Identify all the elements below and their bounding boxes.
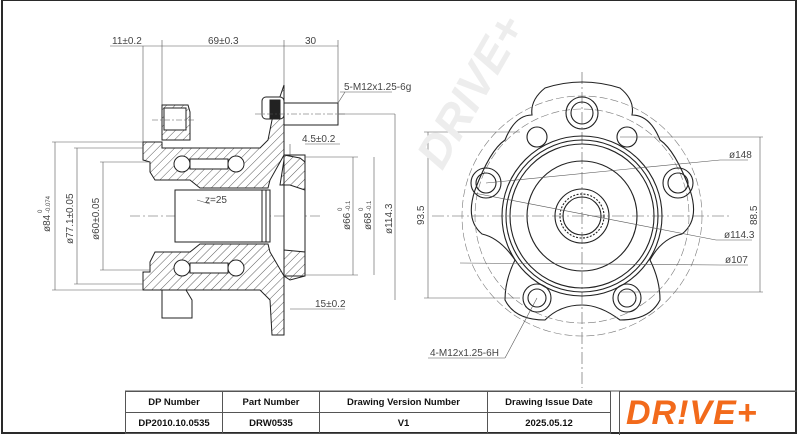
svg-text:ø68: ø68 <box>363 212 374 230</box>
dim-dia-107: ø107 <box>725 255 748 266</box>
dim-dia-60: ø60±0.05 <box>91 197 102 240</box>
dim-dia-66: ø66 0 -0.1 <box>338 200 353 230</box>
dim-dia-68: ø68 0 -0.1 <box>359 200 374 230</box>
svg-text:-0.1: -0.1 <box>346 200 352 211</box>
header-drawing-version: Drawing Version Number <box>319 391 488 413</box>
side-view <box>52 40 396 336</box>
header-issue-date: Drawing Issue Date <box>487 391 611 413</box>
spline-teeth-label: z=25 <box>205 195 227 206</box>
front-view-labels: ø148 ø114.3 ø107 4-M12x1.25-6H 93.5 88.5 <box>416 150 760 359</box>
value-part-number: DRW0535 <box>222 412 320 434</box>
svg-text:-0.074: -0.074 <box>46 195 52 213</box>
top-dimensions <box>110 40 339 145</box>
brand-logo: DR!VE+ <box>626 394 758 432</box>
value-dp-number: DP2010.10.0535 <box>125 412 223 434</box>
value-drawing-version: V1 <box>319 412 488 434</box>
svg-text:0: 0 <box>38 209 44 213</box>
title-block-header-row: DP Number Part Number Drawing Version Nu… <box>125 391 611 413</box>
header-dp-number: DP Number <box>125 391 223 413</box>
svg-text:0: 0 <box>359 207 365 211</box>
dim-height-88-5: 88.5 <box>749 205 760 225</box>
mount-thread-label: 4-M12x1.25-6H <box>430 348 499 359</box>
svg-text:ø66: ø66 <box>342 212 353 230</box>
dim-4-5: 4.5±0.2 <box>302 134 336 145</box>
title-block-value-row: DP2010.10.0535 DRW0535 V1 2025.05.12 <box>125 412 611 434</box>
dim-dia-114-side: ø114.3 <box>384 203 395 234</box>
side-view-labels: 11±0.2 69±0.3 30 5-M12x1.25-6g 4.5±0.2 1… <box>38 36 411 310</box>
dim-dia-77: ø77.1±0.05 <box>65 193 76 244</box>
dim-11: 11±0.2 <box>112 36 142 47</box>
dim-15: 15±0.2 <box>315 299 346 310</box>
front-view <box>424 72 763 388</box>
dim-69: 69±0.3 <box>208 36 239 47</box>
title-block: DP Number Part Number Drawing Version Nu… <box>125 391 611 434</box>
svg-text:-0.1: -0.1 <box>367 200 373 211</box>
header-part-number: Part Number <box>222 391 320 413</box>
stud-thread-label: 5-M12x1.25-6g <box>344 82 411 93</box>
dim-30: 30 <box>305 36 317 47</box>
value-issue-date: 2025.05.12 <box>487 412 611 434</box>
dim-dia-84: ø84 0 -0.074 <box>38 195 53 232</box>
dim-height-93-5: 93.5 <box>416 205 427 225</box>
dim-dia-148: ø148 <box>729 150 752 161</box>
dim-dia-114-front: ø114.3 <box>724 230 755 241</box>
svg-text:ø84: ø84 <box>42 214 53 232</box>
brand-logo-box: DR!VE+ <box>619 391 796 435</box>
svg-text:0: 0 <box>338 207 344 211</box>
